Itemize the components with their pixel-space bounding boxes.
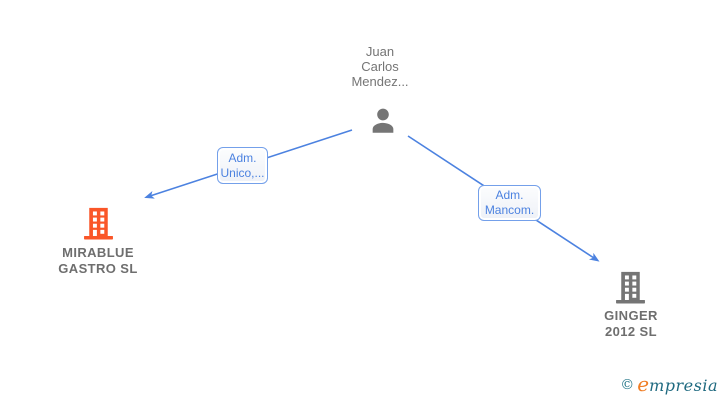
company-node-mirablue[interactable]: MIRABLUE GASTRO SL [18,245,178,277]
edge-label-line: Mancom. [484,203,535,217]
person-node-name[interactable]: Juan Carlos Mendez... [310,44,450,89]
edge-label-line: Adm. [495,188,524,202]
edge-label-line: Adm. [228,150,257,165]
logo-text: mpresia [649,376,718,395]
company-name-line: MIRABLUE [62,245,134,260]
person-icon[interactable] [366,103,400,137]
edge-label-adm-unico[interactable]: Adm. Unico,... [217,147,268,184]
logo-initial: e [637,372,650,396]
person-name-line: Mendez... [351,74,409,89]
empresia-logo[interactable]: ©empresia [620,372,718,396]
person-name-line: Carlos [361,59,399,74]
edge-label-adm-mancom[interactable]: Adm. Mancom. [478,185,541,221]
company-name-line: GINGER [604,308,658,323]
company-name-line: GASTRO SL [58,261,138,276]
company-name-line: 2012 SL [605,324,657,339]
company-icon-mirablue[interactable] [80,205,117,242]
copyright-icon: © [620,377,635,393]
person-name-line: Juan [365,44,395,59]
company-icon-ginger[interactable] [612,269,649,306]
company-node-ginger[interactable]: GINGER 2012 SL [551,308,711,340]
edge-label-line: Unico,... [220,165,265,180]
